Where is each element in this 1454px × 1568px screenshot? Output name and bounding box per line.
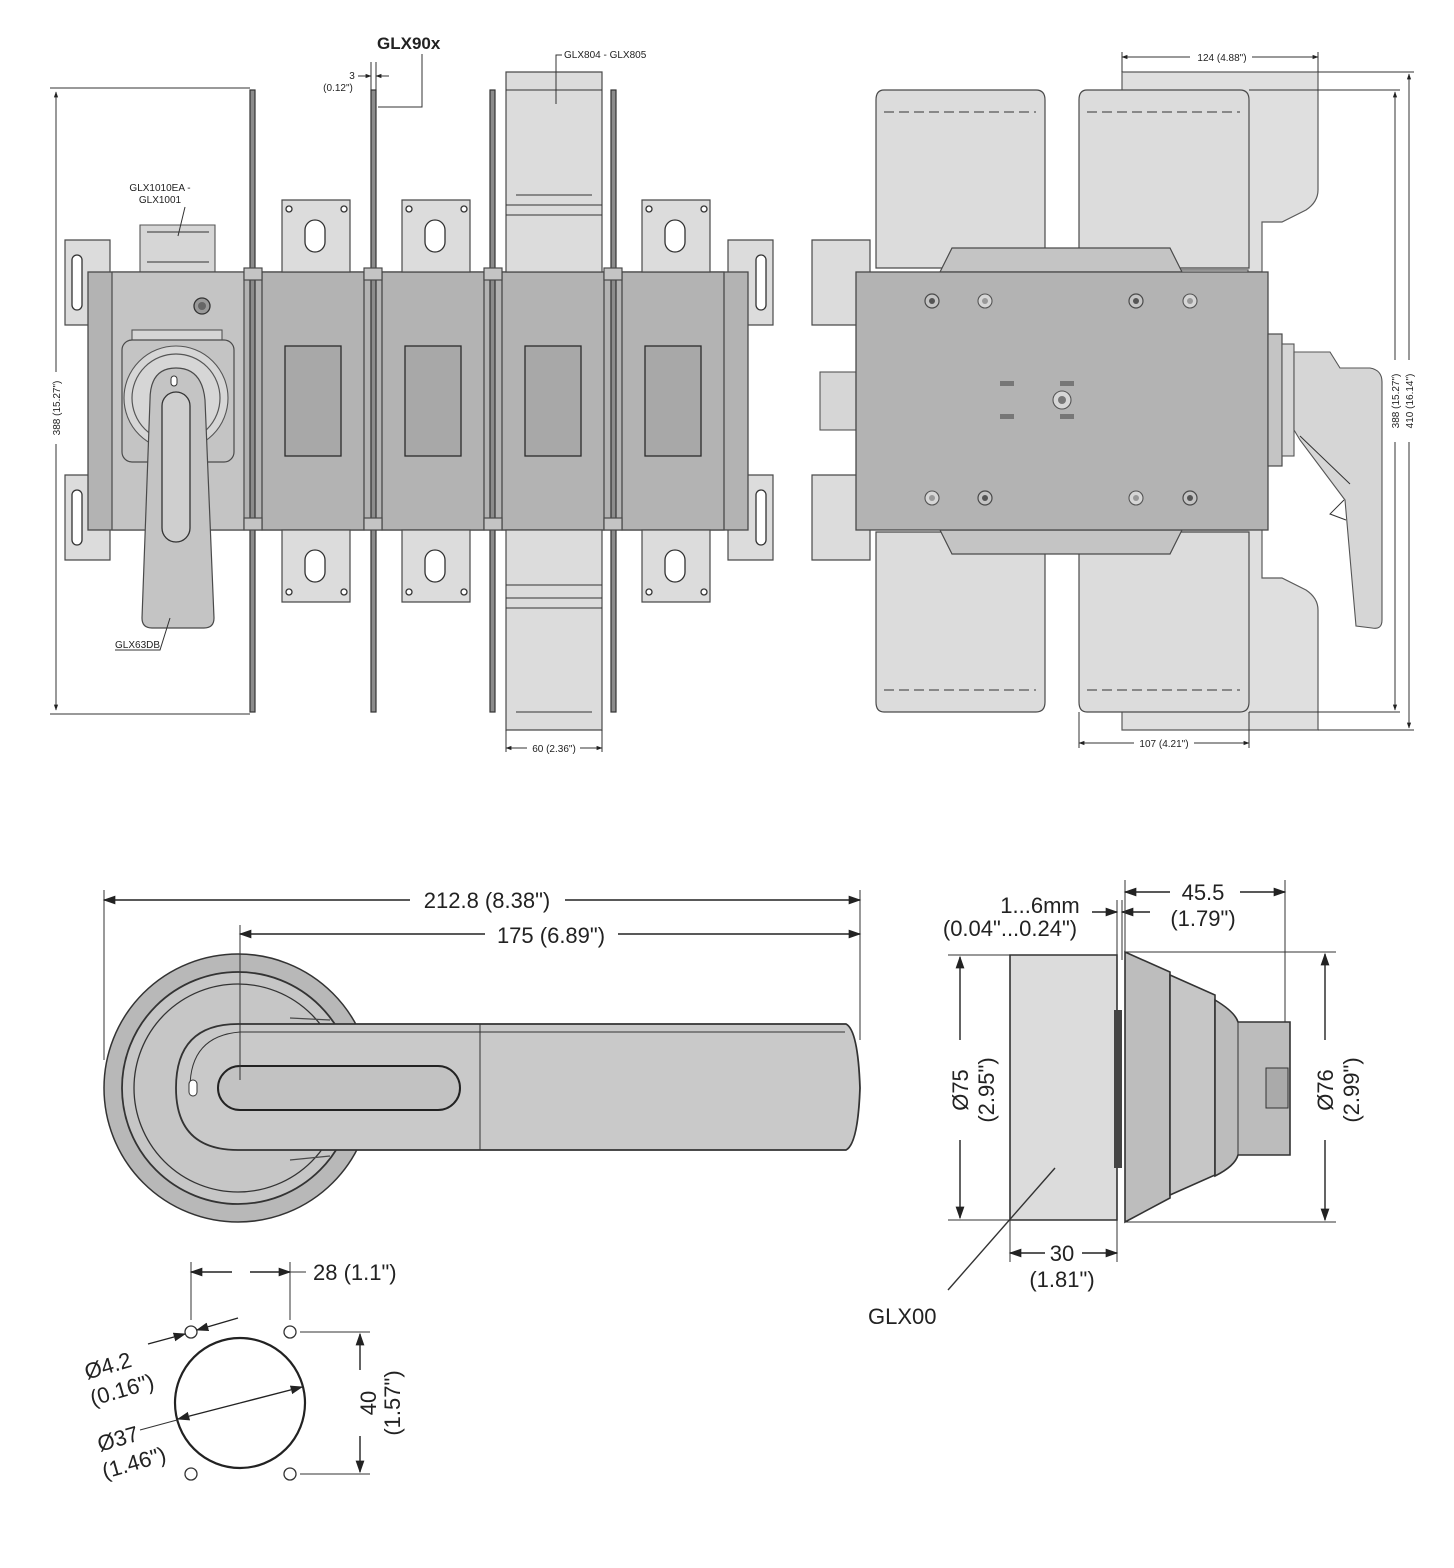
terminal-shield-lower-right: [1078, 531, 1250, 713]
dim-124: 124 (4.88"): [1197, 53, 1246, 64]
door-shaft-glx00: [1009, 954, 1118, 1221]
dim-d76: Ø76: [1313, 1069, 1338, 1111]
dim-d75: Ø75: [948, 1069, 973, 1111]
dim-1-6mm-in: (0.04"...0.24"): [943, 916, 1077, 941]
dim-30-in: (1.81"): [1029, 1267, 1094, 1292]
dim-28: 28 (1.1"): [313, 1260, 397, 1285]
phase-barriers: [243, 89, 623, 713]
terminal-shield-lower-left: [875, 531, 1046, 713]
side-screws: [924, 293, 1198, 506]
dim-60: 60 (2.36"): [532, 744, 576, 755]
pole-module-4: [621, 271, 725, 531]
terminals-top: [281, 199, 711, 273]
label-glx63db: GLX63DB: [115, 640, 160, 651]
dim-388-right: 388 (15.27"): [1391, 374, 1402, 429]
drilling-template: 28 (1.1") 40 (1.57") Ø4.2 (0.16") Ø37 (1…: [82, 1260, 405, 1484]
label-glx90x: GLX90x: [377, 34, 441, 53]
terminal-cover-glx804-805: [505, 71, 603, 731]
dim-40: 40: [356, 1391, 381, 1415]
label-glx00: GLX00: [868, 1304, 937, 1329]
dim-d75-in: (2.95"): [974, 1057, 999, 1122]
dim-107: 107 (4.21"): [1139, 739, 1188, 750]
dim-d76-in: (2.99"): [1339, 1057, 1364, 1122]
pole-module-2: [381, 271, 485, 531]
dim-175: 175 (6.89"): [497, 923, 605, 948]
dim-1-6mm: 1...6mm: [1000, 893, 1079, 918]
front-view: 388 (15.27") GLX90x 3 (0.12") GLX804 - G…: [48, 34, 774, 755]
handle-top-view: 212.8 (8.38") 175 (6.89"): [102, 888, 862, 1223]
dim-410: 410 (16.14"): [1405, 374, 1416, 429]
terminal-shield-upper-left: [875, 89, 1046, 269]
side-handle: [1267, 333, 1383, 629]
dim-45-5-in: (1.79"): [1170, 906, 1235, 931]
label-glx804-805: GLX804 - GLX805: [564, 50, 647, 61]
pole-module-1: [261, 271, 365, 531]
dim-45-5: 45.5: [1182, 880, 1225, 905]
dim-212-8: 212.8 (8.38"): [424, 888, 550, 913]
terminal-shield-upper-right: [1078, 89, 1250, 269]
label-glx1010ea: GLX1010EA -: [129, 183, 190, 194]
dim-40-in: (1.57"): [380, 1370, 405, 1435]
dim-3: 3: [349, 71, 355, 82]
side-view: 124 (4.88") 107 (4.21") 388 (15.27") 410…: [811, 52, 1418, 750]
handle-side-view: 1...6mm (0.04"...0.24") 45.5 (1.79") Ø75…: [868, 880, 1364, 1329]
dim-3-in: (0.12"): [323, 83, 353, 94]
rotary-handle-glx63db: [123, 345, 229, 629]
label-glx1001: GLX1001: [139, 195, 182, 206]
terminals-bottom: [281, 529, 711, 603]
pole-module-3: [501, 271, 605, 531]
dim-388-left: 388 (15.27"): [52, 381, 63, 436]
dim-30: 30: [1050, 1241, 1074, 1266]
